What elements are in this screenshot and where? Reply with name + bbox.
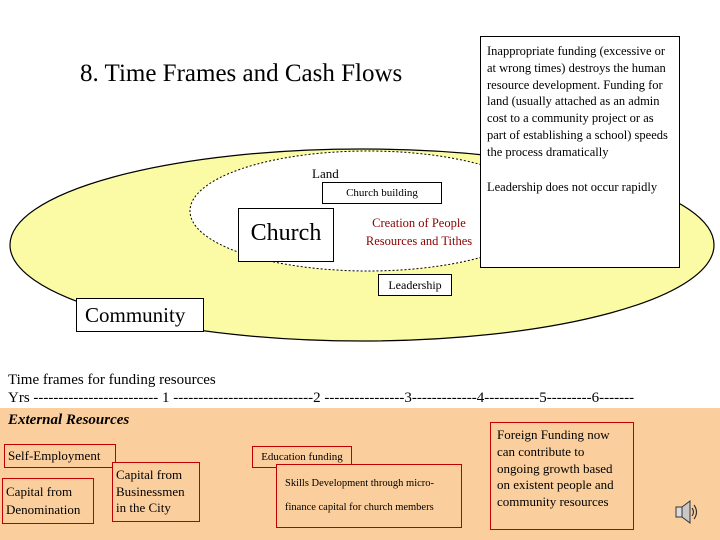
creation-text: Creation of People Resources and Tithes: [365, 216, 473, 248]
external-resources-heading: External Resources: [8, 412, 130, 428]
skills-line-2: finance capital for church members: [285, 502, 434, 513]
page-title: 8. Time Frames and Cash Flows: [80, 60, 403, 87]
funding-note-text: Inappropriate funding (excessive or at w…: [487, 44, 668, 159]
speaker-icon[interactable]: [674, 498, 698, 526]
leadership-note-text: Leadership does not occur rapidly: [487, 179, 658, 194]
skills-line-1: Skills Development through micro-: [285, 478, 435, 489]
land-label: Land: [312, 166, 339, 181]
funding-note-box: Inappropriate funding (excessive or at w…: [480, 36, 680, 268]
years-scale: Yrs ------------------------- 1 --------…: [8, 390, 635, 406]
community-box: Community: [76, 298, 204, 332]
timeframes-label: Time frames for funding resources: [8, 372, 216, 388]
education-funding-box: Education funding: [252, 446, 352, 468]
leadership-box: Leadership: [378, 274, 452, 296]
capital-denomination-box: Capital from Denomination: [2, 478, 94, 524]
capital-businessmen-box: Capital from Businessmen in the City: [112, 462, 200, 522]
church-building-box: Church building: [322, 182, 442, 204]
skills-development-box: Skills Development through micro- financ…: [276, 464, 462, 528]
foreign-funding-box: Foreign Funding now can contribute to on…: [490, 422, 634, 530]
church-box: Church: [238, 208, 334, 262]
self-employment-box: Self-Employment: [4, 444, 116, 468]
